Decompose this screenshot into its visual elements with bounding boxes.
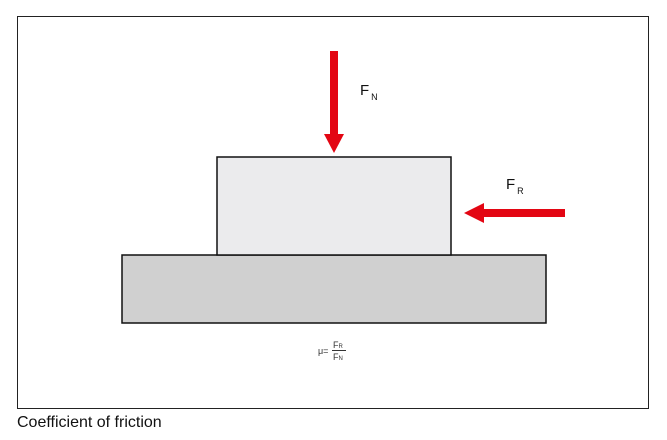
base-surface <box>121 254 547 324</box>
normal-force-arrow <box>324 51 344 153</box>
sliding-block <box>216 156 452 256</box>
friction-force-arrow <box>464 203 565 223</box>
figure-caption: Coefficient of friction <box>17 414 162 431</box>
diagram-frame <box>17 16 649 409</box>
